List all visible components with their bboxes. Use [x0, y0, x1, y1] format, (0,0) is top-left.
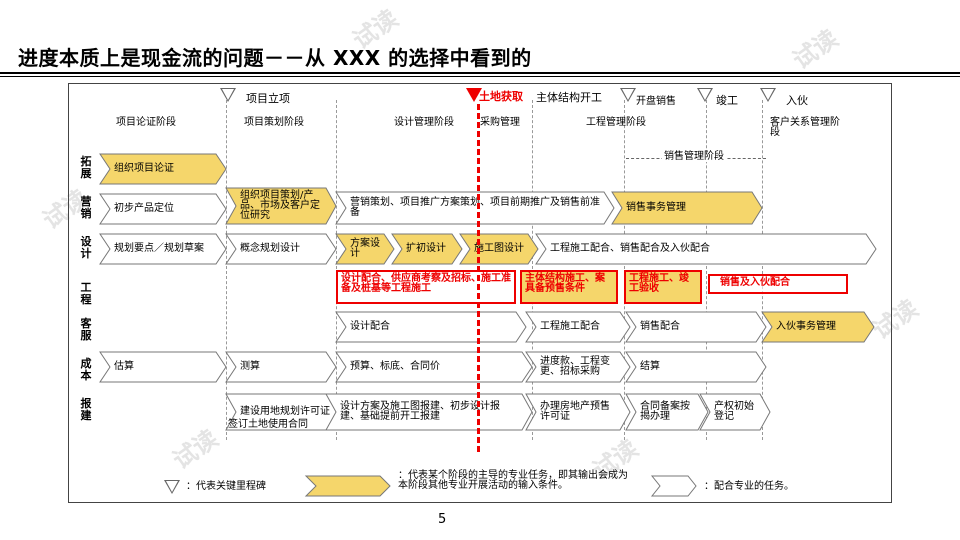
task-label: 方案设计: [350, 238, 380, 259]
task-label: 产权初始登记: [714, 401, 754, 422]
task-label: 设计方案及施工图报建、初步设计报建、基础提前开工报建: [340, 401, 500, 422]
task-label: 估算: [114, 361, 134, 372]
task-label: 扩初设计: [406, 243, 446, 254]
milestone-triangle-icon: [760, 88, 776, 102]
task-label: 办理房地产预售许可证: [540, 401, 610, 422]
task-label: 营销策划、项目推广方案策划、项目前期推广及销售前准备: [350, 197, 600, 218]
divider: [706, 100, 707, 440]
task-label: 测算: [240, 361, 260, 372]
phase-label: 项目论证阶段: [116, 117, 176, 128]
divider: [762, 100, 763, 440]
task-permit-1b: 签订土地使用合同: [228, 419, 308, 430]
task-cs-1: 设计配合: [335, 311, 527, 343]
engineering-task-1: 设计配合、供应商考察及招标、施工准备及桩基等工程施工: [336, 270, 516, 304]
task-market-1: 初步产品定位: [99, 193, 227, 225]
task-label: 施工图设计: [474, 243, 524, 254]
phase-label: 工程管理阶段: [586, 117, 646, 128]
legend-milestone-text: ：代表关键里程碑: [186, 481, 266, 492]
task-market-4: 销售事务管理: [611, 191, 763, 225]
milestone-label: 项目立项: [246, 92, 290, 105]
task-cost-4: 进度款、工程变更、招标采购: [525, 351, 631, 383]
task-label: 工程施工配合: [540, 321, 600, 332]
phase-label: 项目策划阶段: [244, 117, 304, 128]
milestone-label: 主体结构开工: [536, 91, 602, 104]
task-cs-3: 销售配合: [625, 311, 767, 343]
milestone-label: 竣工: [716, 94, 738, 107]
page-title: 进度本质上是现金流的问题－－从 XXX 的选择中看到的: [18, 46, 532, 70]
engineering-task-2: 主体结构施工、案具备预售条件: [520, 270, 618, 304]
task-design-4: 扩初设计: [391, 233, 463, 265]
task-cost-3: 预算、标底、合同价: [335, 351, 533, 383]
task-market-2: 组织项目策划/产品、市场及客户定位研究: [225, 187, 337, 225]
task-label: 合同备案按揭办理: [640, 401, 690, 422]
sales-phase-label: 销售管理阶段: [662, 151, 726, 162]
task-design-5: 施工图设计: [459, 233, 539, 265]
task-expand-1: 组织项目论证: [99, 153, 227, 185]
row-label: 营销: [80, 195, 92, 220]
task-cost-1: 估算: [99, 351, 227, 383]
milestone-triangle-icon: [620, 88, 636, 102]
task-permit-2: 设计方案及施工图报建、初步设计报建、基础提前开工报建: [325, 393, 533, 431]
legend-support-text: ：配合专业的任务。: [704, 481, 794, 492]
milestone-label: 开盘销售: [636, 96, 676, 107]
task-label: 销售事务管理: [626, 202, 686, 213]
task-label: 建设用地规划许可证: [240, 406, 330, 417]
task-design-1: 规划要点／规划草案: [99, 233, 227, 265]
phase-label: 客户关系管理阶段: [770, 117, 840, 138]
milestone-label: 入伙: [786, 94, 808, 107]
row-label: 成本: [80, 357, 92, 382]
task-label: 概念规划设计: [240, 243, 300, 254]
engineering-task-3: 工程施工、竣工验收: [624, 270, 702, 304]
sales-phase-marker: 销售管理阶段: [626, 152, 766, 164]
task-label: 组织项目论证: [114, 163, 174, 174]
task-label: 预算、标底、合同价: [350, 361, 440, 372]
milestone-label: 土地获取: [479, 90, 523, 103]
diagram-frame: [68, 83, 892, 503]
task-cost-2: 测算: [225, 351, 337, 383]
task-label: 组织项目策划/产品、市场及客户定位研究: [240, 190, 320, 221]
task-label: 工程施工配合、销售配合及入伙配合: [550, 243, 710, 254]
legend-milestone-icon: [164, 480, 180, 494]
page-number: 5: [438, 512, 447, 527]
task-design-2: 概念规划设计: [225, 233, 337, 265]
watermark: 试读: [787, 24, 844, 75]
task-label: 入伙事务管理: [776, 321, 836, 332]
milestone-triangle-icon: [466, 88, 482, 102]
legend-lead-text: ：代表某个阶段的主导的专业任务，即其输出会成为本阶段其他专业开展活动的输入条件。: [398, 470, 628, 491]
task-design-3: 方案设计: [335, 233, 395, 265]
task-label: 进度款、工程变更、招标采购: [540, 356, 610, 377]
row-label: 拓展: [80, 155, 92, 180]
milestone-triangle-icon: [220, 88, 236, 102]
task-label: 规划要点／规划草案: [114, 243, 204, 254]
legend-support-chevron: [650, 475, 697, 497]
task-label: 初步产品定位: [114, 203, 174, 214]
title-rule-top: [0, 72, 960, 74]
task-permit-4: 合同备案按揭办理: [625, 393, 709, 431]
task-permit-5: 产权初始登记: [699, 393, 771, 431]
task-market-3: 营销策划、项目推广方案策划、项目前期推广及销售前准备: [335, 191, 615, 225]
row-label: 工程: [80, 281, 92, 306]
milestone-triangle-icon: [697, 88, 713, 102]
phase-label: 采购管理: [480, 117, 520, 128]
row-label: 客服: [80, 317, 92, 342]
phase-label: 设计管理阶段: [394, 117, 454, 128]
land-acquisition-line: [477, 104, 480, 452]
task-design-6: 工程施工配合、销售配合及入伙配合: [535, 233, 877, 265]
task-permit-3: 办理房地产预售许可证: [525, 393, 631, 431]
row-label: 报建: [80, 397, 92, 422]
row-label: 设计: [80, 235, 92, 260]
task-label: 结算: [640, 361, 660, 372]
title-rule-bottom: [0, 76, 960, 77]
task-cs-2: 工程施工配合: [525, 311, 631, 343]
legend-lead-chevron: [304, 475, 391, 497]
task-label: 销售配合: [640, 321, 680, 332]
divider: [226, 100, 227, 440]
task-cost-5: 结算: [625, 351, 767, 383]
engineering-task-4: 销售及入伙配合: [708, 274, 848, 294]
task-cs-4: 入伙事务管理: [761, 311, 875, 343]
task-label: 设计配合: [350, 321, 390, 332]
